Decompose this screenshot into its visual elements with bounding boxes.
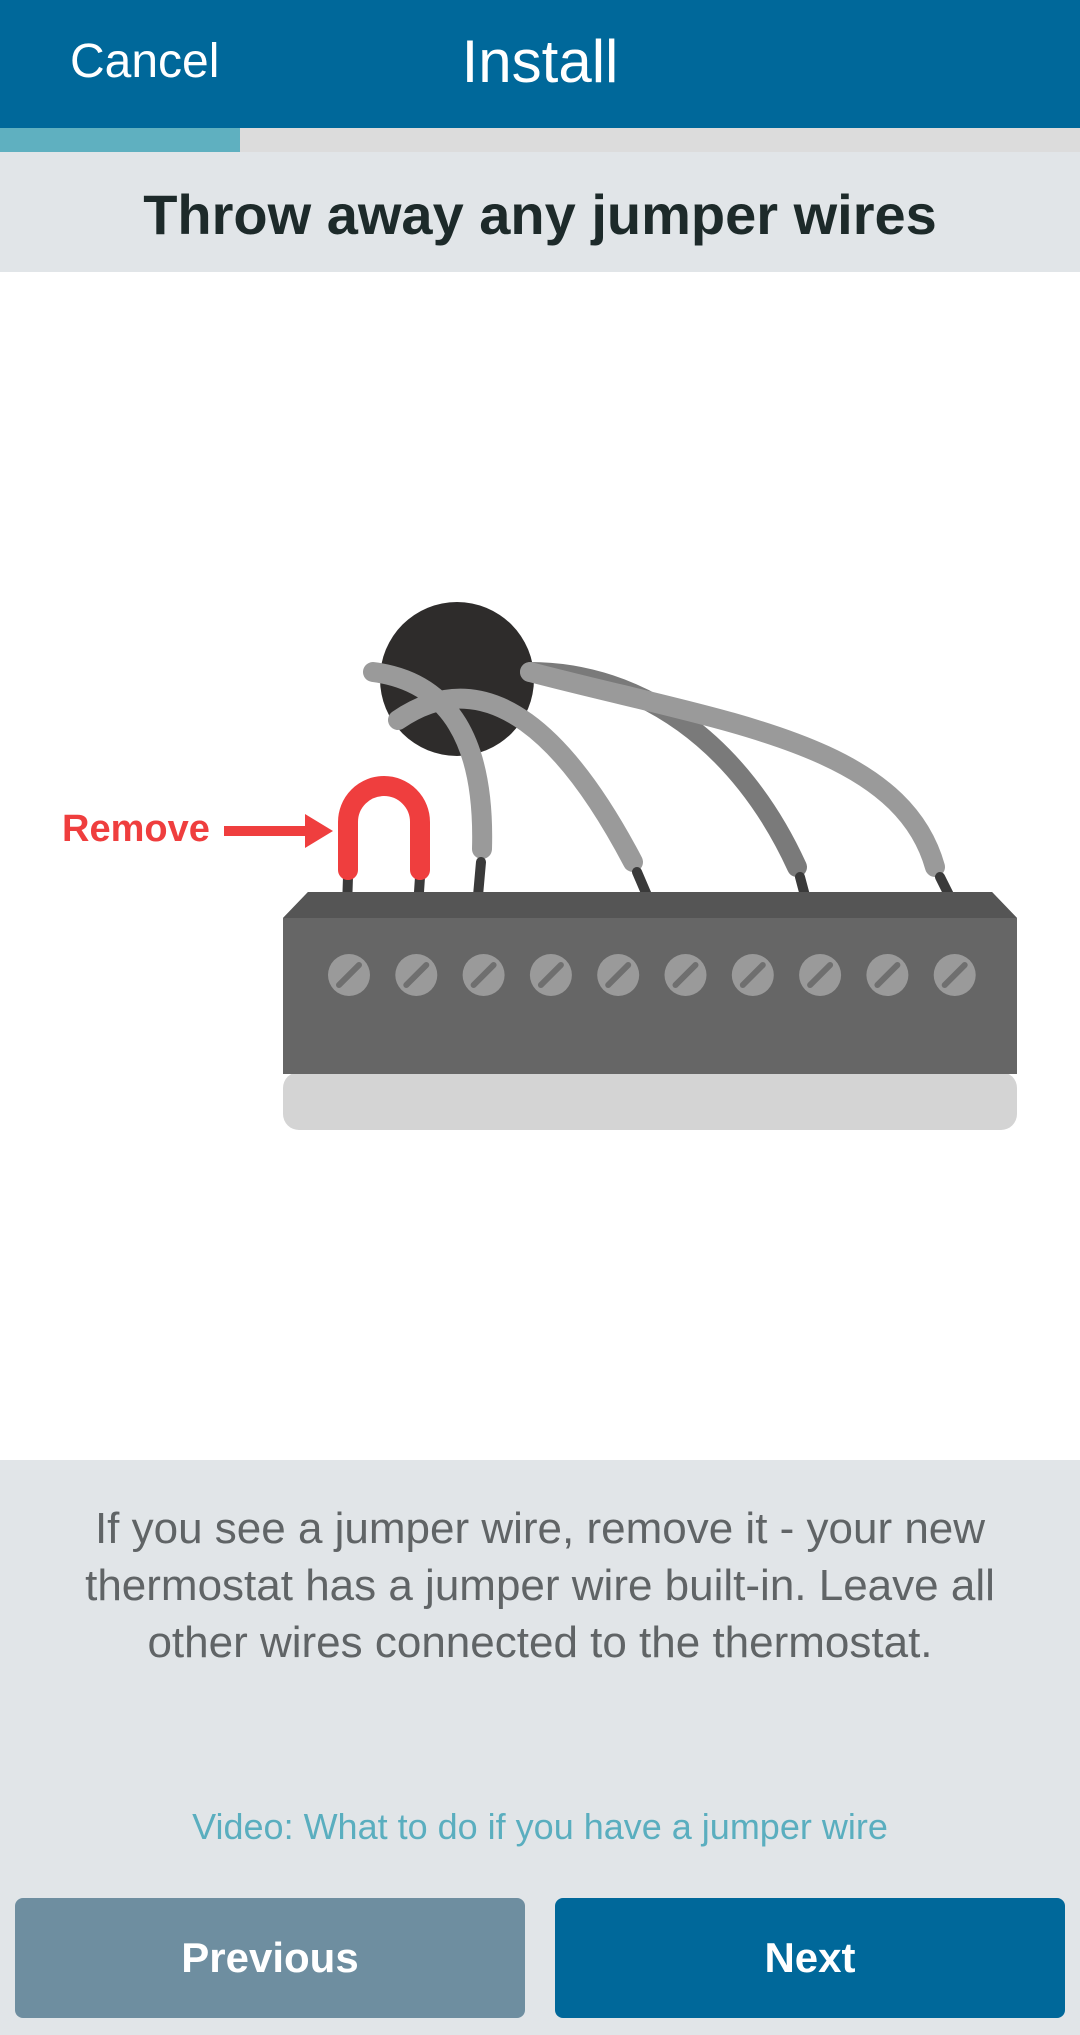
- terminal-screw-slot: [537, 962, 564, 988]
- terminal-screw-slot: [403, 962, 430, 988]
- terminal-block-top: [283, 892, 1017, 918]
- terminal-screw-slot: [470, 962, 497, 988]
- terminal-block-diagram: Remove: [62, 602, 1017, 1130]
- terminal-screw-slot: [739, 962, 766, 988]
- terminal-screw-slot: [336, 962, 362, 988]
- progress-bar-fill: [0, 128, 240, 152]
- wiring-illustration: Remove: [0, 272, 1080, 1460]
- cancel-button[interactable]: Cancel: [70, 35, 220, 88]
- connected-wires: [363, 662, 945, 877]
- wire-1: [363, 662, 493, 859]
- terminal-screw-slot: [672, 962, 699, 988]
- jumper-wire: [338, 776, 430, 880]
- top-app-bar: Cancel Install: [0, 0, 1080, 128]
- previous-button[interactable]: Previous: [15, 1898, 525, 2018]
- next-button[interactable]: Next: [555, 1898, 1065, 2018]
- instruction-text: If you see a jumper wire, remove it - yo…: [85, 1504, 995, 1667]
- video-link[interactable]: Video: What to do if you have a jumper w…: [192, 1806, 888, 1847]
- progress-bar: [0, 128, 1080, 152]
- step-heading: Throw away any jumper wires: [143, 183, 937, 246]
- instruction-panel: If you see a jumper wire, remove it - yo…: [0, 1460, 1080, 2035]
- remove-label: Remove: [62, 808, 210, 850]
- step-heading-band: Throw away any jumper wires: [0, 152, 1080, 272]
- wire-4: [520, 662, 945, 877]
- terminal-block: [283, 892, 1017, 1130]
- remove-arrow: [224, 814, 333, 848]
- terminal-screw-slot: [941, 962, 968, 988]
- terminal-screw-slot: [807, 962, 834, 988]
- terminal-block-base: [283, 1072, 1017, 1130]
- terminal-screw-slot: [874, 962, 901, 988]
- wire-2: [388, 688, 643, 872]
- terminal-screw-slot: [605, 962, 632, 988]
- terminal-block-body: [283, 892, 1017, 1074]
- terminal-screws: [328, 954, 976, 996]
